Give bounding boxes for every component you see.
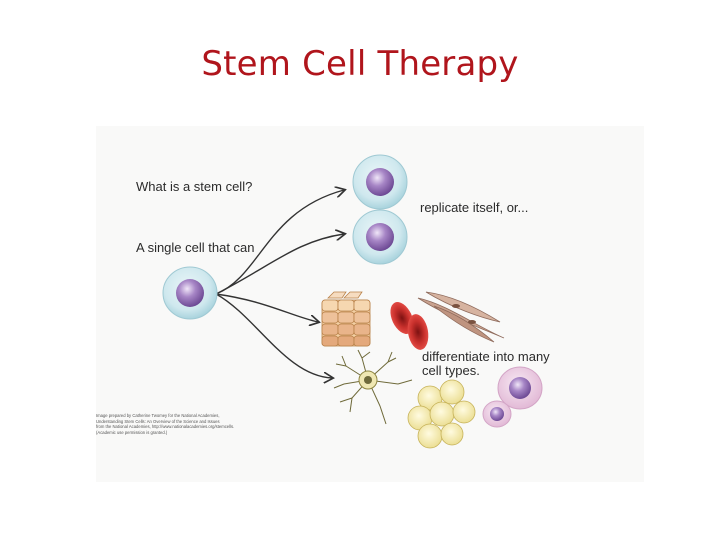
credit-line: Understanding Stem Cells: An Overview of…	[96, 418, 220, 424]
credit-line: Image prepared by Catherine Twomey for t…	[96, 413, 220, 418]
red-blood-cells	[390, 302, 429, 350]
stem-cell-diagram	[162, 154, 543, 449]
arrows	[215, 190, 344, 378]
question-label: What is a stem cell?	[136, 179, 253, 194]
differentiate-label-line-2: cell types.	[422, 363, 480, 378]
subject-label: A single cell that can	[136, 240, 255, 255]
replicated-cell-bottom	[352, 209, 408, 265]
differentiate-label-line-1: differentiate into many	[422, 349, 550, 364]
white-blood-cells	[482, 366, 543, 428]
stem-cell	[162, 266, 218, 320]
credit-line: from the National Academies, http://www.…	[96, 424, 235, 430]
fat-cells	[407, 379, 476, 449]
replicate-label: replicate itself, or...	[420, 200, 529, 215]
epithelial-cells	[321, 291, 371, 347]
arrow-to-muscle	[215, 293, 318, 322]
stem-cell-figure: What is a stem cell? A single cell that …	[96, 126, 644, 482]
neuron	[333, 349, 413, 425]
credit-line: (Academic use permission is granted.)	[96, 429, 168, 435]
arrow-to-replicate-bottom	[215, 234, 344, 295]
replicated-cell-top	[352, 154, 408, 210]
arrow-to-neuron	[215, 293, 332, 378]
slide-title: Stem Cell Therapy	[201, 44, 519, 84]
image-credit: Image prepared by Catherine Twomey for t…	[96, 413, 286, 435]
muscle-fibers	[417, 291, 505, 343]
